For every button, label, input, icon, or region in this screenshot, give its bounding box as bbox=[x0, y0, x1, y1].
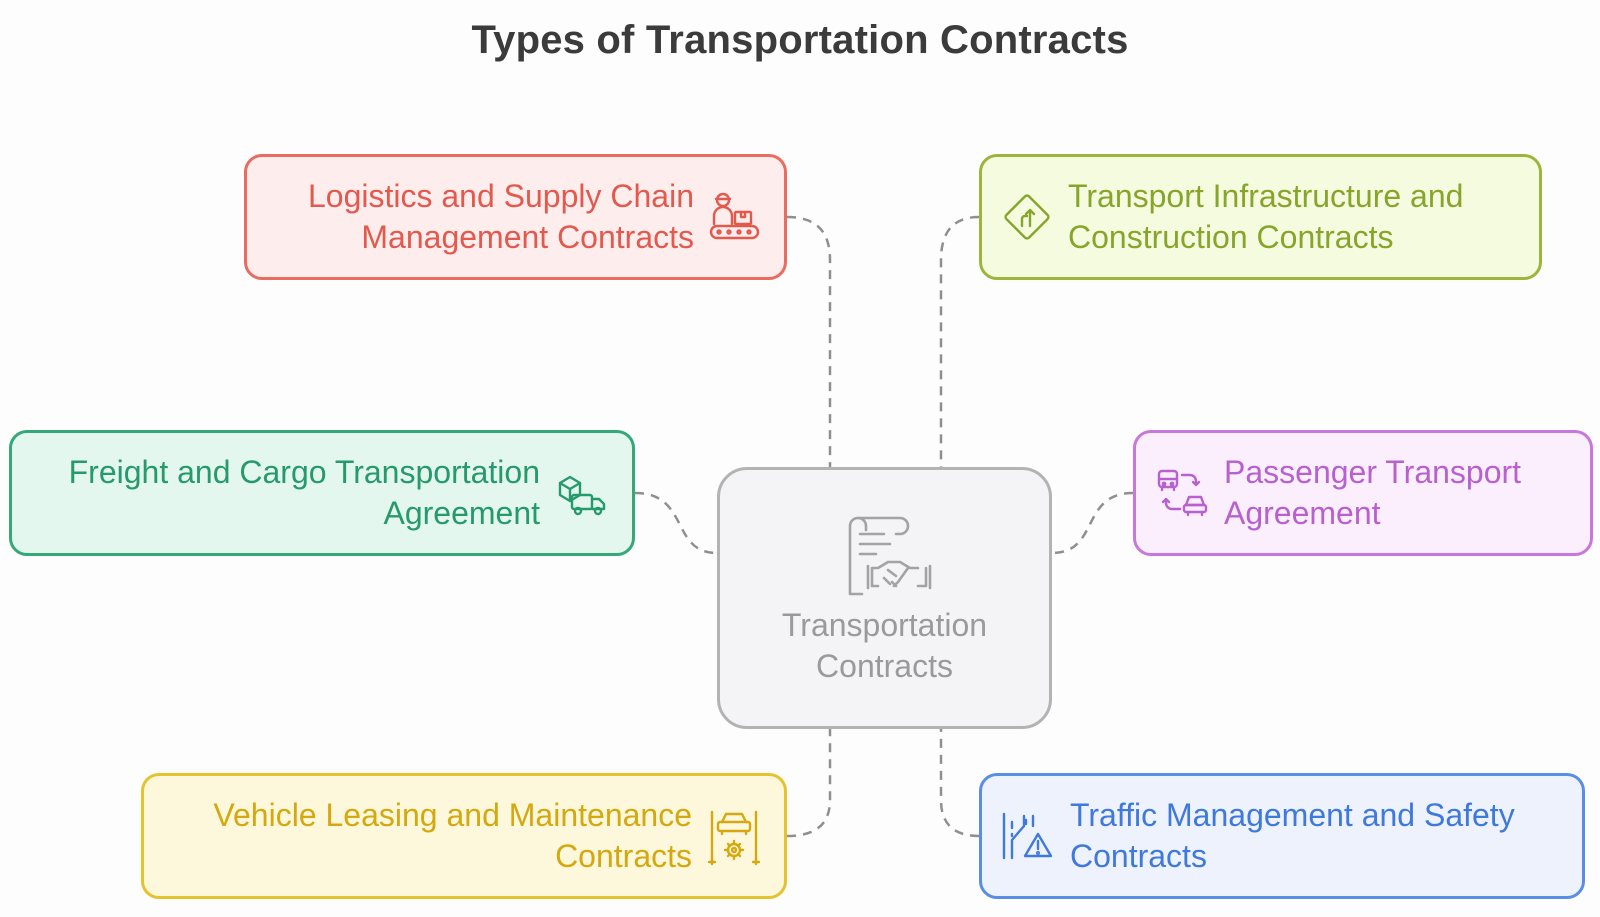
contract-handshake-icon bbox=[848, 516, 932, 596]
road-sign-icon bbox=[1004, 194, 1050, 240]
node-logistics: Logistics and Supply Chain Management Co… bbox=[244, 154, 787, 280]
bus-car-exchange-icon bbox=[1157, 469, 1208, 517]
worker-conveyor-icon bbox=[709, 192, 760, 240]
road-warning-icon bbox=[1002, 812, 1053, 860]
connector-logistics bbox=[786, 215, 832, 467]
connector-passenger bbox=[1051, 491, 1134, 555]
center-node: Transportation Contracts bbox=[717, 467, 1052, 729]
node-infrastructure: Transport Infrastructure and Constructio… bbox=[979, 154, 1542, 280]
node-logistics-label: Logistics and Supply Chain Management Co… bbox=[307, 178, 694, 255]
center-node-label: Transportation Contracts bbox=[781, 607, 988, 684]
node-vehicle-label: Vehicle Leasing and Maintenance Contract… bbox=[213, 797, 692, 874]
node-vehicle: Vehicle Leasing and Maintenance Contract… bbox=[141, 773, 787, 899]
connector-freight bbox=[634, 491, 718, 555]
car-service-icon bbox=[707, 810, 761, 866]
node-freight: Freight and Cargo Transportation Agreeme… bbox=[9, 430, 635, 556]
delivery-truck-icon bbox=[558, 475, 606, 516]
node-traffic-label: Traffic Management and Safety Contracts bbox=[1070, 797, 1515, 874]
node-passenger-label: Passenger Transport Agreement bbox=[1224, 454, 1522, 531]
connector-vehicle bbox=[786, 729, 832, 838]
node-freight-label: Freight and Cargo Transportation Agreeme… bbox=[68, 454, 540, 531]
diagram-title: Types of Transportation Contracts bbox=[471, 18, 1129, 62]
node-passenger: Passenger Transport Agreement bbox=[1133, 430, 1593, 556]
node-traffic: Traffic Management and Safety Contracts bbox=[979, 773, 1585, 899]
connector-traffic bbox=[939, 729, 980, 838]
connector-infrastructure bbox=[939, 215, 980, 467]
node-infrastructure-label: Transport Infrastructure and Constructio… bbox=[1068, 178, 1464, 255]
